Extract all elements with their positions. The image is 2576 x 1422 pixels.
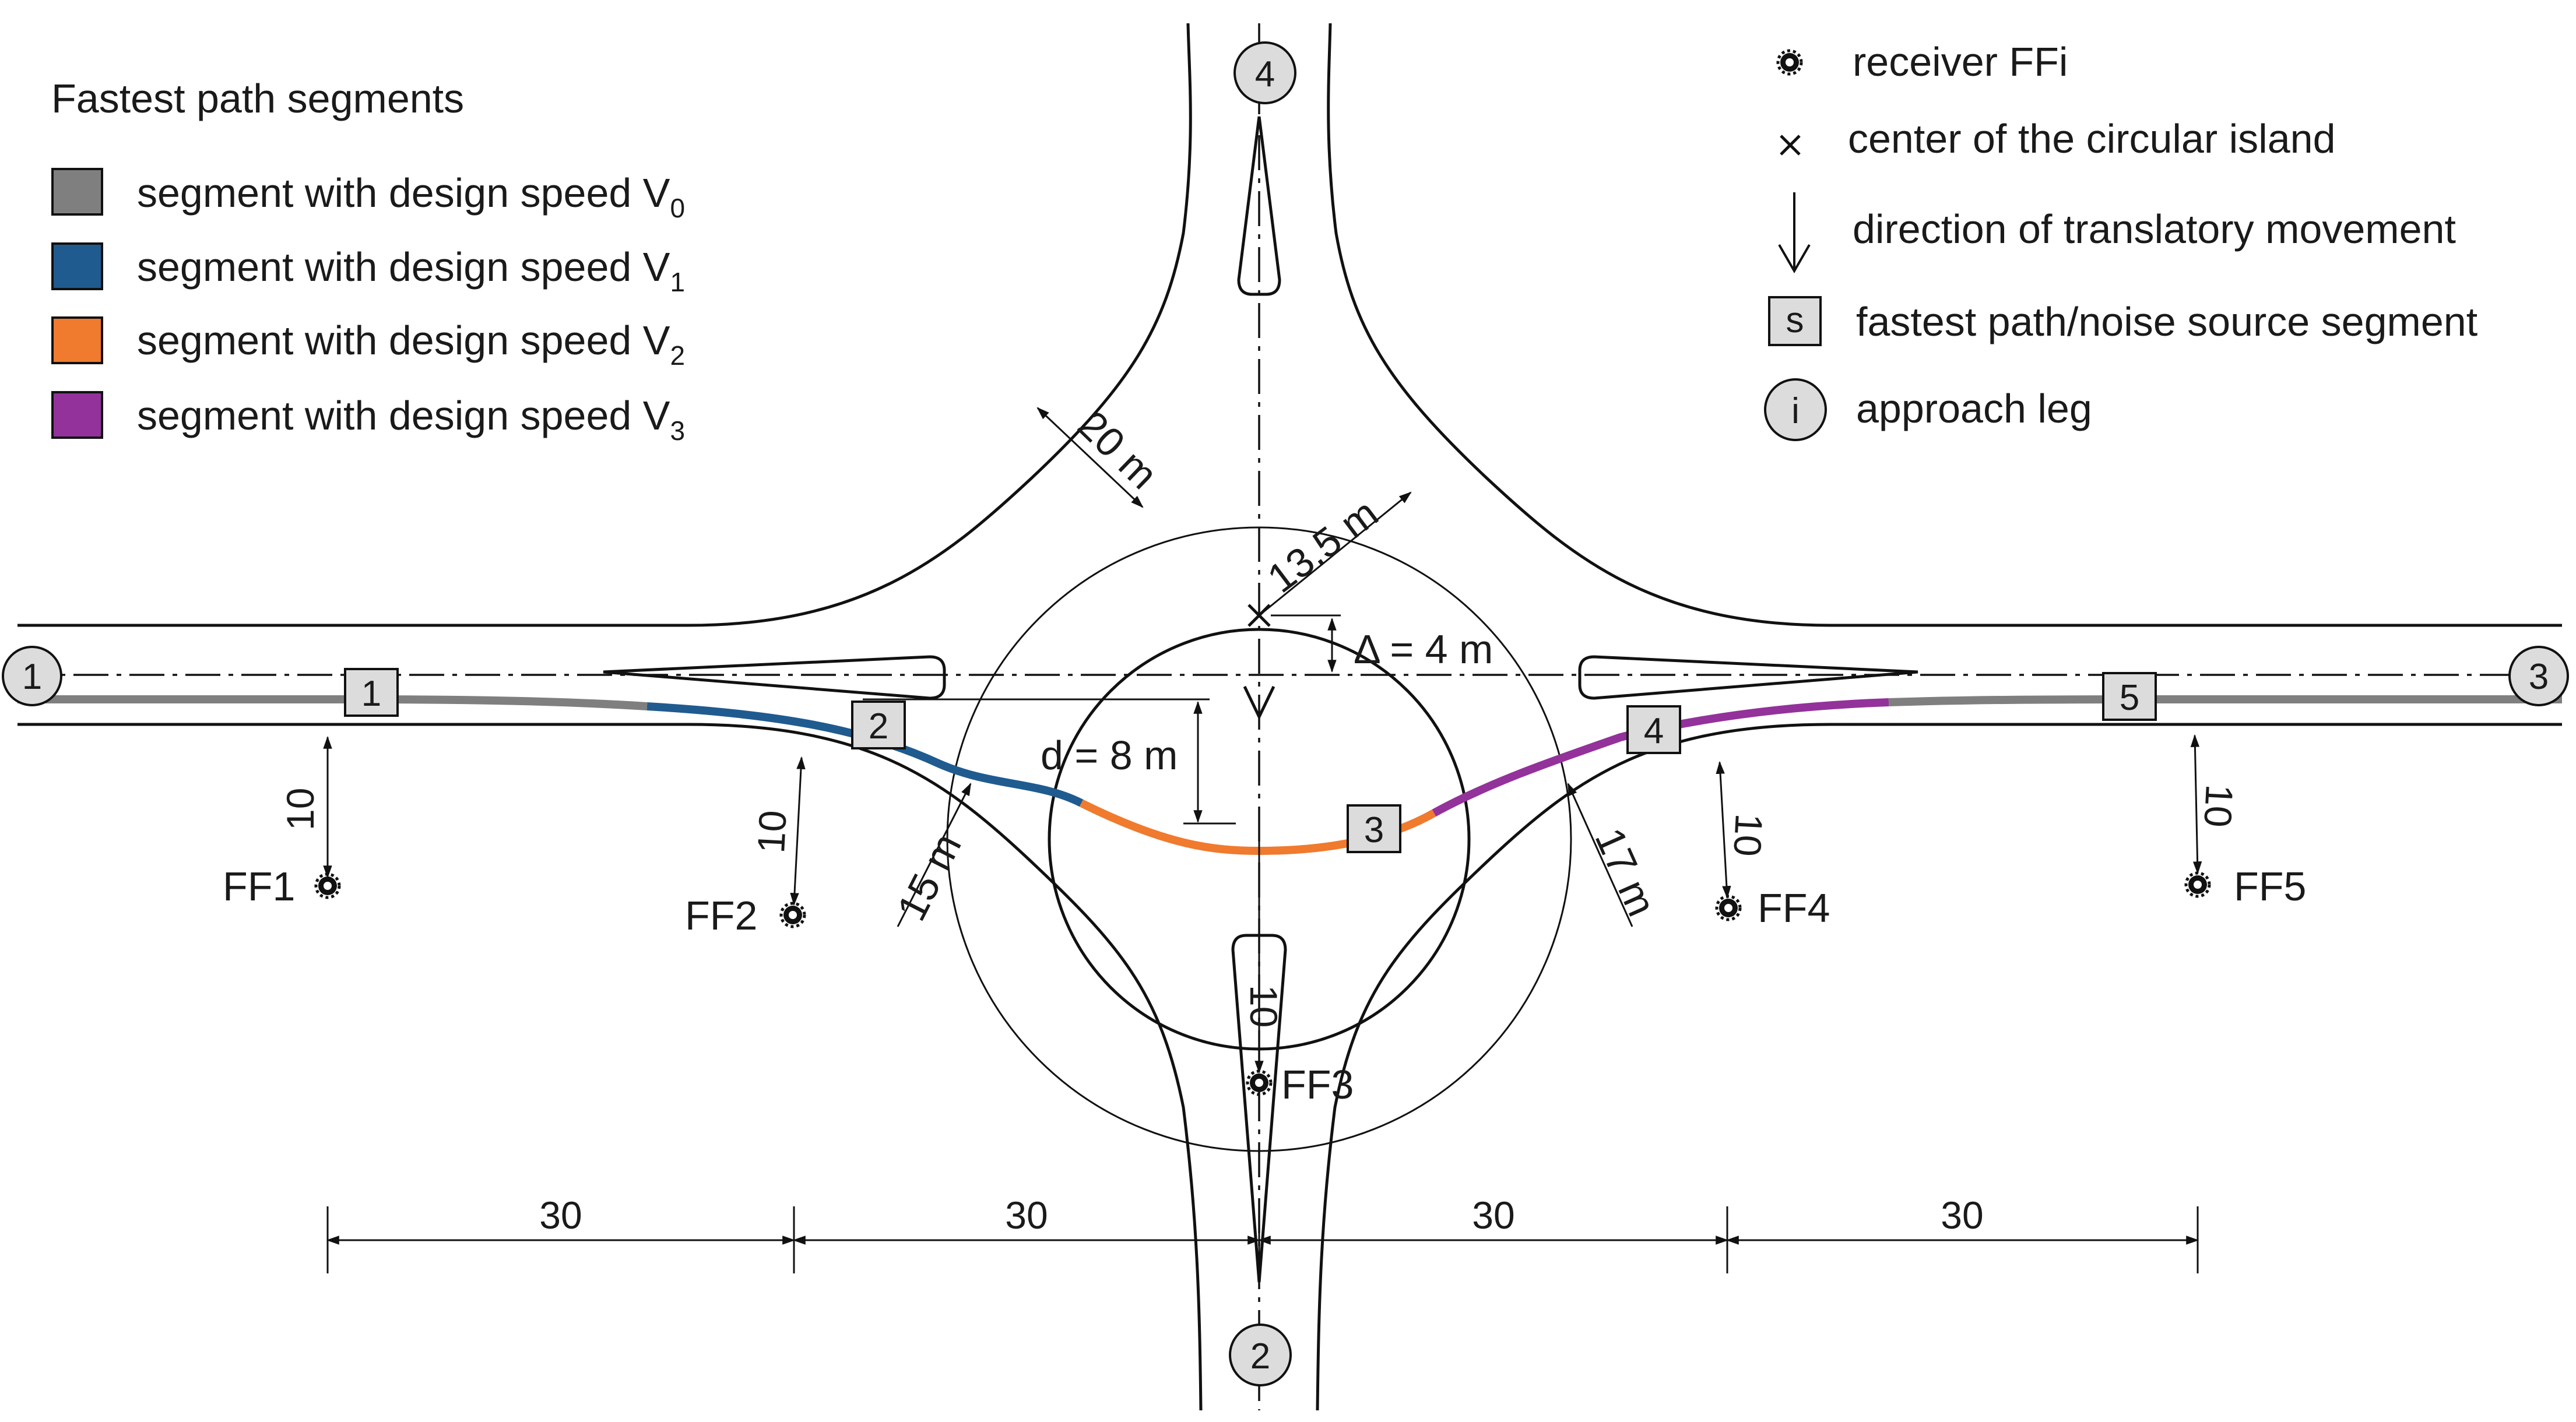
dim-line-entry-radius xyxy=(897,783,972,927)
svg-text:segment with design speed V0: segment with design speed V0 xyxy=(137,170,685,223)
receiver-ff4-distance-line xyxy=(1716,761,1731,899)
symbol-legend-leg: i approach leg xyxy=(1764,378,2092,441)
path-segment-v0-right xyxy=(1888,695,2562,706)
receiver-ff4-label: FF4 xyxy=(1758,885,1830,931)
symbol-legend-direction: direction of translatory movement xyxy=(1778,192,2456,273)
receiver-ff1-icon xyxy=(314,872,341,899)
label-exit-radius: 17 m xyxy=(1586,821,1665,923)
symbol-legend-receiver: receiver FFi xyxy=(1776,39,2068,85)
spacing-label-3: 30 xyxy=(1472,1194,1514,1237)
receiver-ff5-label: FF5 xyxy=(2234,864,2306,909)
spacing-dimensions: 30 30 30 30 xyxy=(326,1194,2199,1273)
label-inner-radius: 13.5 m xyxy=(1259,490,1386,601)
approach-legs: 1 2 3 4 xyxy=(2,41,2569,1386)
receiver-ff5-icon xyxy=(2184,871,2211,898)
direction-arrow-icon xyxy=(1243,685,1275,720)
svg-text:4: 4 xyxy=(1255,54,1275,94)
segment-box-4: 4 xyxy=(1626,705,1681,754)
svg-text:approach leg: approach leg xyxy=(1856,386,2092,431)
svg-text:3: 3 xyxy=(2529,657,2549,697)
svg-text:center of the circular island: center of the circular island xyxy=(1848,116,2336,161)
symbol-legend-segment: s fastest path/noise source segment xyxy=(1768,296,2477,346)
legend-swatch-v1 xyxy=(51,242,103,290)
road-edge-bottom-left xyxy=(17,723,1203,1411)
arrow-down-icon xyxy=(1778,192,1811,273)
leg-circle-icon xyxy=(1764,378,1827,441)
svg-text:3: 3 xyxy=(1364,810,1384,850)
dim-line-outer-radius xyxy=(1036,407,1144,508)
dim-line-inner-radius xyxy=(1259,491,1412,617)
symbol-legend: receiver FFi center of the circular isla… xyxy=(1764,39,2477,441)
svg-text:i: i xyxy=(1791,391,1800,431)
svg-text:direction of translatory movem: direction of translatory movement xyxy=(1853,206,2456,252)
receiver-ff1-distance-label: 10 xyxy=(279,788,322,830)
legend-swatch-v2 xyxy=(51,316,103,364)
receiver-ff3-icon xyxy=(1246,1069,1273,1096)
segment-box-3: 3 xyxy=(1347,804,1401,853)
splitter-island-left xyxy=(603,655,946,700)
cross-icon xyxy=(1780,135,1801,156)
segment-box-1: 1 xyxy=(344,668,399,717)
receiver-ff5-distance-line xyxy=(2190,734,2202,875)
road-edge-top-right xyxy=(1327,23,2562,627)
svg-text:segment with design speed V3: segment with design speed V3 xyxy=(137,393,685,446)
fastest-path xyxy=(17,695,2562,856)
road-edge-bottom-right xyxy=(1316,723,2562,1411)
segment-box-2: 2 xyxy=(851,701,906,749)
legend-swatch-v0 xyxy=(51,168,103,216)
legend-item-v2: segment with design speed V2 xyxy=(51,316,685,371)
label-deflection: d = 8 m xyxy=(1041,733,1178,778)
svg-text:1: 1 xyxy=(22,657,42,697)
svg-text:segment with design speed V1: segment with design speed V1 xyxy=(137,244,685,297)
svg-text:2: 2 xyxy=(869,706,888,747)
segment-boxes: 1 2 3 4 5 xyxy=(344,668,2157,853)
dim-line-exit-radius xyxy=(1567,782,1633,927)
segment-box-icon xyxy=(1768,296,1822,346)
approach-leg-3: 3 xyxy=(2508,646,2569,706)
receiver-icon xyxy=(1776,49,1803,76)
svg-text:receiver FFi: receiver FFi xyxy=(1853,39,2068,85)
legend-item-v0: segment with design speed V0 xyxy=(51,168,685,223)
approach-leg-4: 4 xyxy=(1233,41,1296,104)
receiver-ff4-icon xyxy=(1715,895,1742,921)
segment-box-5: 5 xyxy=(2102,672,2157,721)
receiver-ff2-label: FF2 xyxy=(685,893,757,938)
approach-leg-2: 2 xyxy=(1229,1324,1292,1386)
legend-item-v1: segment with design speed V1 xyxy=(51,242,685,297)
svg-text:2: 2 xyxy=(1250,1336,1270,1377)
legend-item-v3: segment with design speed V3 xyxy=(51,391,685,446)
receiver-ff3-label: FF3 xyxy=(1281,1062,1354,1107)
receiver-ff2-distance-label: 10 xyxy=(749,809,795,854)
svg-text:segment with design speed V2: segment with design speed V2 xyxy=(137,318,685,371)
svg-text:4: 4 xyxy=(1644,711,1664,751)
receivers: 10 FF1 10 FF2 10 FF3 10 FF4 10 FF5 xyxy=(223,734,2306,1107)
receiver-ff2-distance-line xyxy=(790,756,806,906)
legend-title: Fastest path segments xyxy=(51,76,464,121)
road-edge-top-left xyxy=(17,23,1192,627)
svg-text:1: 1 xyxy=(361,674,381,714)
splitter-island-right xyxy=(1578,655,1918,700)
approach-leg-1: 1 xyxy=(2,646,62,706)
spacing-label-1: 30 xyxy=(539,1194,582,1237)
receiver-ff4-distance-label: 10 xyxy=(1725,812,1771,857)
receiver-ff2-icon xyxy=(779,902,806,928)
legend-swatch-v3 xyxy=(51,391,103,439)
speed-legend: Fastest path segments segment with desig… xyxy=(51,76,685,446)
svg-text:s: s xyxy=(1786,300,1804,340)
spacing-label-2: 30 xyxy=(1005,1194,1048,1237)
svg-text:fastest path/noise source segm: fastest path/noise source segment xyxy=(1856,299,2477,344)
symbol-legend-center: center of the circular island xyxy=(1780,116,2336,161)
path-segment-v0-left xyxy=(17,695,648,710)
path-segment-v1 xyxy=(646,702,1084,807)
receiver-ff5-distance-label: 10 xyxy=(2196,783,2241,828)
receiver-ff1-label: FF1 xyxy=(223,864,295,909)
svg-text:5: 5 xyxy=(2120,678,2139,718)
label-offset: Δ = 4 m xyxy=(1354,626,1493,672)
receiver-ff3-distance-label: 10 xyxy=(1242,985,1285,1027)
label-entry-radius: 15 m xyxy=(888,826,970,928)
spacing-label-4: 30 xyxy=(1941,1194,1983,1237)
